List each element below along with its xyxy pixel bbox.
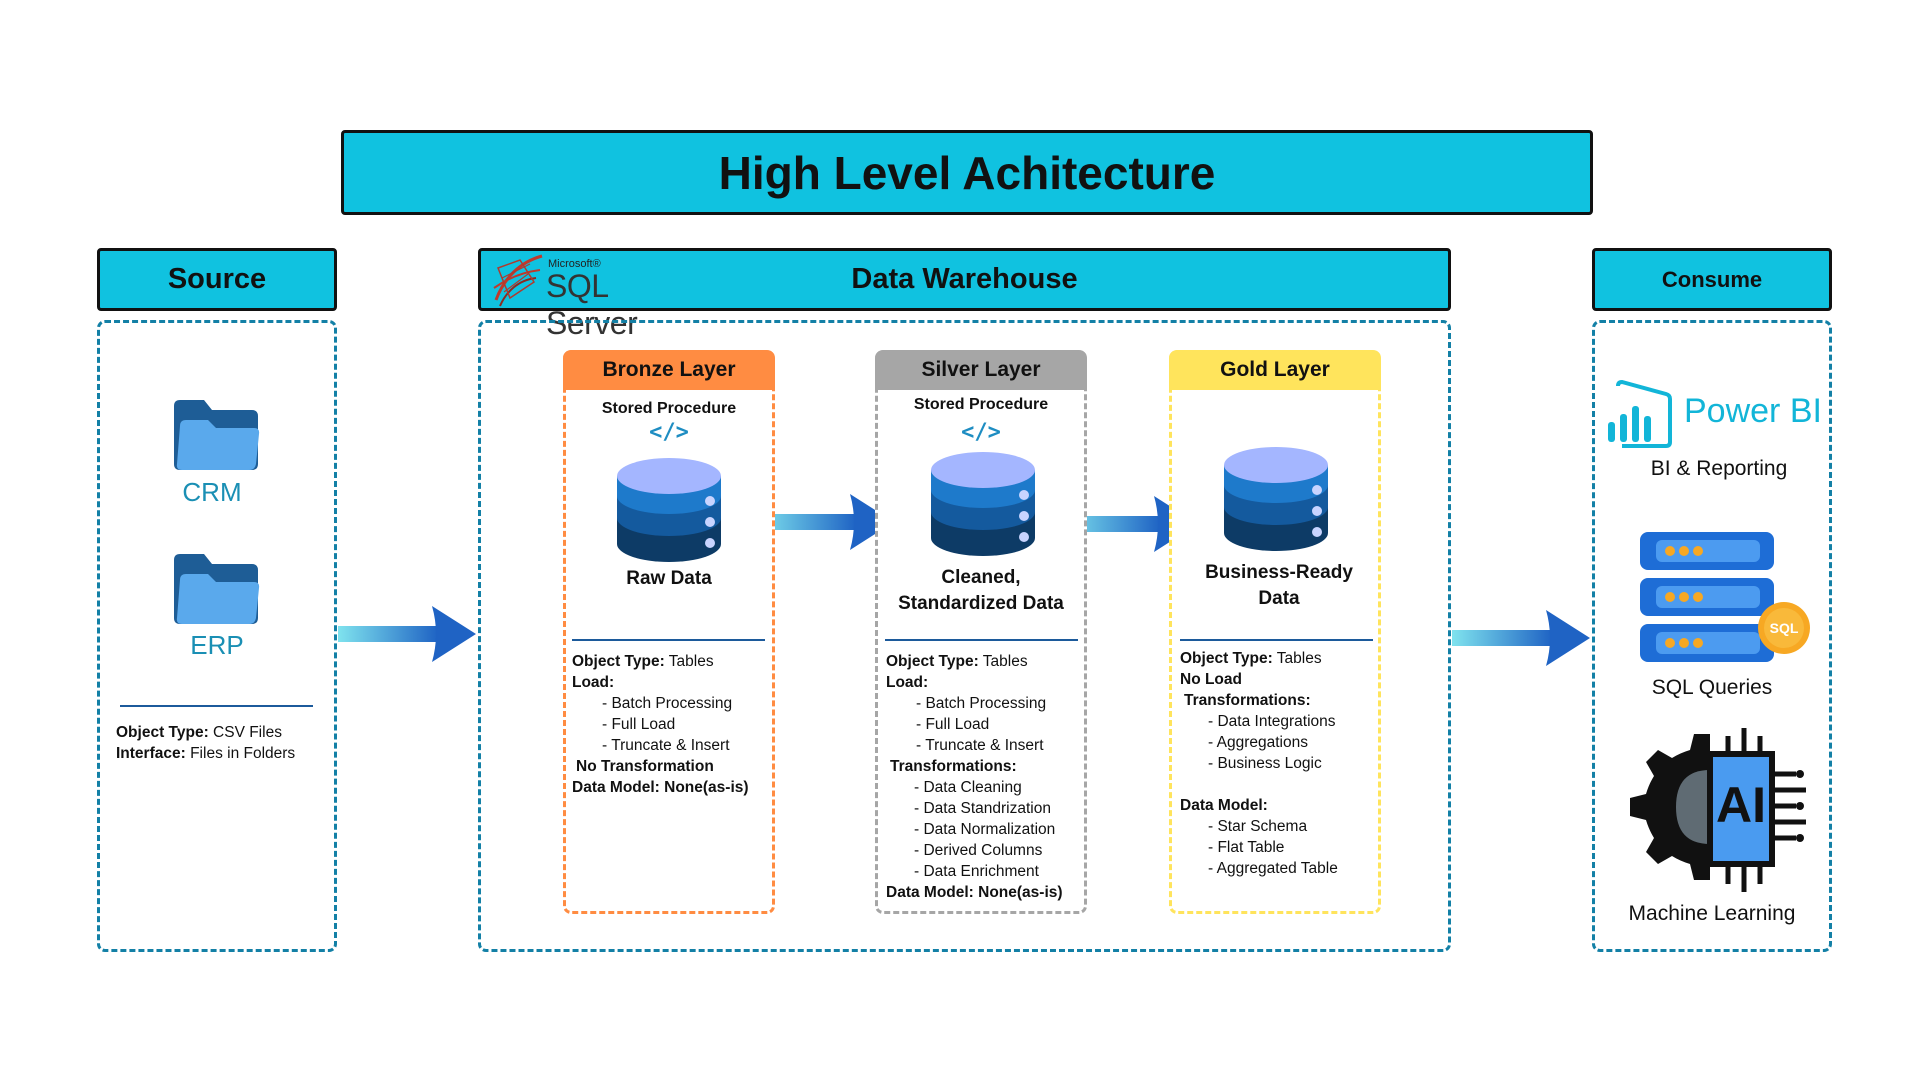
bronze-load-item: - Full Load (602, 716, 676, 733)
gold-layer-card: Gold Layer (1169, 350, 1381, 914)
silver-transformation-item: - Data Standrization (914, 800, 1051, 817)
silver-data-label-line1: Cleaned, (941, 567, 1021, 588)
silver-data-label: Cleaned, Standardized Data (875, 565, 1087, 617)
bronze-data-label: Raw Data (626, 568, 712, 589)
silver-stored-procedure: Stored Procedure (913, 396, 1049, 413)
gold-load-label: No Load (1180, 671, 1242, 688)
machine-learning-label: Machine Learning (1628, 902, 1796, 925)
arrow-bronze-to-silver (756, 494, 894, 550)
consume-container (1592, 320, 1832, 952)
gold-transformation-item: - Business Logic (1208, 755, 1322, 772)
silver-code-icon: </> (961, 420, 1001, 445)
sql-server-logo-main: SQL Server (546, 268, 638, 341)
source-object-type: Object Type: CSV Files (116, 724, 282, 741)
silver-divider (885, 639, 1078, 641)
bronze-load-item: - Batch Processing (602, 695, 733, 712)
silver-database-icon (931, 452, 1035, 556)
erp-folder-icon (174, 554, 260, 624)
bronze-database-icon (617, 458, 721, 562)
powerbi-icon (1608, 380, 1672, 448)
silver-load-item: - Full Load (916, 716, 990, 733)
bronze-description: Object Type: Tables Load: - Batch Proces… (572, 651, 772, 798)
gold-object-type: Object Type: Tables (1180, 650, 1322, 667)
gold-data-label-line2: Data (1258, 588, 1300, 609)
silver-layer-title: Silver Layer (921, 358, 1041, 381)
bronze-layer-title: Bronze Layer (602, 358, 736, 381)
consume-header: Consume (1592, 248, 1832, 311)
crm-label: CRM (182, 477, 242, 507)
bronze-stored-procedure: Stored Procedure (601, 400, 737, 417)
gold-data-model-item: - Flat Table (1208, 839, 1285, 856)
source-header-text: Source (167, 263, 267, 295)
crm-folder-icon (174, 400, 260, 470)
sql-server-logo: Microsoft® SQL Server (486, 246, 706, 341)
warehouse-header-text: Data Warehouse (851, 263, 1078, 295)
bronze-layer-card: Bronze Layer (563, 350, 775, 914)
gold-transformation-item: - Aggregations (1208, 734, 1308, 751)
powerbi-logo-text: Power BI (1684, 392, 1822, 430)
consume-header-text: Consume (1661, 266, 1763, 292)
bronze-load-item: - Truncate & Insert (602, 737, 730, 754)
gold-database-icon (1224, 447, 1328, 551)
silver-transformation-item: - Data Enrichment (914, 863, 1039, 880)
silver-transformation-item: - Data Cleaning (914, 779, 1022, 796)
gold-data-model-item: - Star Schema (1208, 818, 1308, 835)
silver-object-type: Object Type: Tables (886, 653, 1028, 670)
warehouse-header: Data Warehouse (478, 248, 1451, 311)
powerbi-label: BI & Reporting (1650, 457, 1788, 480)
bronze-object-type: Object Type: Tables (572, 653, 714, 670)
sql-server-stack-icon (1640, 532, 1810, 662)
bronze-load-label: Load: (572, 674, 615, 691)
ai-badge: AI (1716, 777, 1766, 833)
gold-layer-title: Gold Layer (1220, 358, 1330, 381)
bronze-code-icon: </> (649, 420, 689, 445)
gold-layer-header: Gold Layer (1169, 350, 1381, 390)
bronze-divider (572, 639, 765, 641)
silver-transformation-item: - Derived Columns (914, 842, 1043, 859)
bronze-transformation: No Transformation (576, 758, 714, 775)
erp-label: ERP (190, 630, 244, 660)
arrow-source-to-bronze (338, 606, 476, 662)
silver-data-model: Data Model: None(as-is) (886, 884, 1063, 901)
gold-divider (1180, 639, 1373, 641)
gold-transformations-label: Transformations: (1184, 692, 1311, 709)
source-header: Source (97, 248, 337, 311)
gold-data-label-line1: Business-Ready (1205, 562, 1353, 583)
sql-badge: SQL (1769, 620, 1799, 636)
source-divider (120, 705, 313, 707)
silver-load-item: - Truncate & Insert (916, 737, 1044, 754)
silver-description: Object Type: Tables Load: - Batch Proces… (886, 651, 1086, 903)
sql-queries-label: SQL Queries (1651, 676, 1773, 699)
gold-description: Object Type: Tables No Load Transformati… (1180, 648, 1380, 879)
sql-server-icon (493, 254, 543, 307)
gold-data-model-label: Data Model: (1180, 797, 1268, 814)
source-interface: Interface: Files in Folders (116, 745, 296, 762)
warehouse-container (478, 320, 1451, 952)
diagram-title-text: High Level Achitecture (718, 146, 1216, 199)
silver-load-label: Load: (886, 674, 929, 691)
gold-data-label: Business-Ready Data (1169, 560, 1389, 612)
sql-server-logo-small: Microsoft® (548, 258, 601, 270)
silver-layer-card: Silver Layer (875, 350, 1087, 914)
arrow-warehouse-to-consume (1452, 610, 1590, 666)
machine-learning-icon (1630, 728, 1806, 892)
silver-transformations-label: Transformations: (890, 758, 1017, 775)
gold-transformation-item: - Data Integrations (1208, 713, 1336, 730)
diagram-title: High Level Achitecture (341, 130, 1593, 215)
gold-data-model-item: - Aggregated Table (1208, 860, 1338, 877)
silver-load-item: - Batch Processing (916, 695, 1047, 712)
source-description: Object Type: CSV Files Interface: Files … (116, 722, 331, 764)
bronze-layer-header: Bronze Layer (563, 350, 775, 390)
silver-transformation-item: - Data Normalization (914, 821, 1056, 838)
source-container (97, 320, 337, 952)
silver-data-label-line2: Standardized Data (898, 593, 1064, 614)
bronze-data-model: Data Model: None(as-is) (572, 779, 749, 796)
silver-layer-header: Silver Layer (875, 350, 1087, 390)
